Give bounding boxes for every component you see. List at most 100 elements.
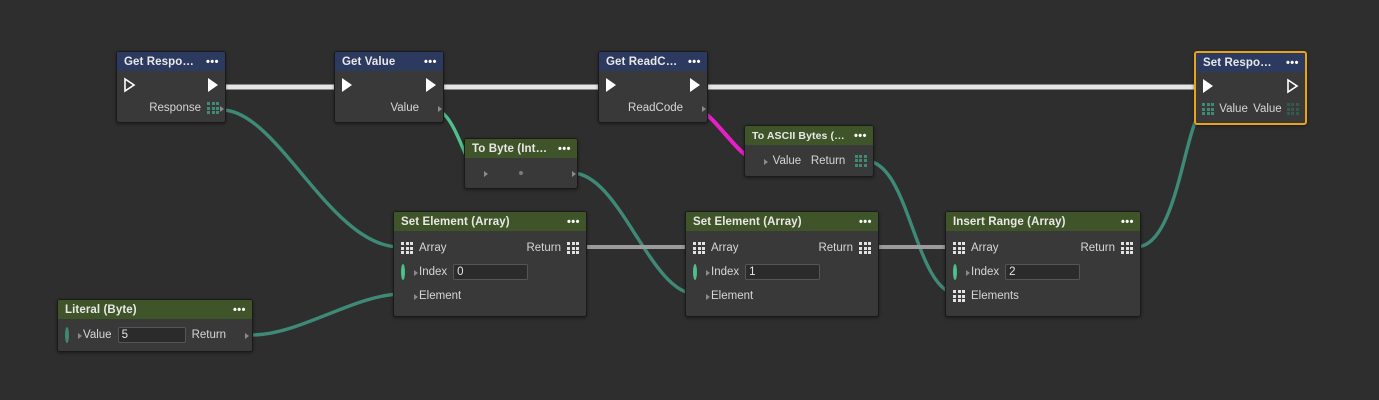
array-output-port-icon[interactable] (567, 242, 579, 254)
node-set-response[interactable]: Set Response ••• Value Value (1194, 51, 1307, 125)
node-title: Set Element (Array) (401, 215, 510, 228)
array-output-port-icon[interactable] (1286, 103, 1299, 115)
node-header[interactable]: Insert Range (Array) ••• (946, 212, 1140, 231)
index-input-port-icon[interactable] (401, 264, 418, 280)
node-menu-icon[interactable]: ••• (1285, 56, 1299, 69)
exec-out-port[interactable] (423, 77, 437, 93)
node-menu-icon[interactable]: ••• (232, 303, 246, 316)
node-header[interactable]: Get Value ••• (335, 52, 443, 71)
node-header[interactable]: Get ReadCode ••• (599, 52, 707, 71)
index-input[interactable] (453, 264, 529, 280)
row-index: Index (946, 260, 1140, 284)
node-set-element-array-1[interactable]: Set Element (Array) ••• Array Return Ind… (393, 211, 587, 317)
node-insert-range-array[interactable]: Insert Range (Array) ••• Array Return In… (945, 211, 1141, 317)
node-header[interactable]: To ASCII Bytes (String) ••• (745, 126, 873, 145)
array-output-port-icon[interactable] (859, 242, 871, 254)
exec-out-port[interactable] (687, 77, 701, 93)
node-body: Response (117, 71, 225, 122)
array-input-port-icon[interactable] (953, 242, 965, 254)
node-title: To ASCII Bytes (String) (752, 129, 851, 142)
node-menu-icon[interactable]: ••• (205, 55, 219, 68)
array-input-port-icon[interactable] (1202, 103, 1214, 115)
row-index: Index (394, 260, 586, 284)
node-to-ascii-bytes[interactable]: To ASCII Bytes (String) ••• Value Return (744, 125, 874, 177)
node-get-value[interactable]: Get Value ••• Value (334, 51, 444, 123)
exec-in-port[interactable] (605, 77, 619, 93)
node-literal-byte[interactable]: Literal (Byte) ••• Value Return (57, 299, 253, 352)
exec-row (599, 71, 707, 98)
array-output-port-icon[interactable] (854, 154, 867, 167)
node-header[interactable]: Set Response ••• (1196, 53, 1305, 72)
output-label-readcode: ReadCode (628, 102, 683, 114)
node-body: Array Return Index Element (394, 231, 586, 316)
string-input-port-icon[interactable] (751, 155, 768, 167)
output-label-value: Value (1253, 103, 1282, 115)
row-array: Array Return (946, 236, 1140, 260)
node-body: ReadCode (599, 71, 707, 122)
node-menu-icon[interactable]: ••• (853, 129, 867, 142)
array-port-icon[interactable] (207, 102, 224, 114)
node-to-byte-integer[interactable]: To Byte (Integer) ••• (464, 138, 578, 189)
row-index: Index (686, 260, 878, 284)
node-get-response[interactable]: Get Response ••• Response (116, 51, 226, 123)
node-header[interactable]: Set Element (Array) ••• (394, 212, 586, 231)
array-input-port-icon[interactable] (401, 242, 413, 254)
node-menu-icon[interactable]: ••• (1120, 215, 1134, 228)
integer-port-icon[interactable] (425, 102, 442, 114)
exec-out-port[interactable] (1285, 78, 1299, 94)
exec-in-port[interactable] (123, 77, 137, 93)
row-value: Value Return (58, 319, 252, 351)
byte-input-port-icon[interactable] (65, 327, 82, 343)
node-header[interactable]: Literal (Byte) ••• (58, 300, 252, 319)
row-element: Element (686, 284, 878, 308)
node-body (465, 158, 577, 188)
row-elements: Elements (946, 284, 1140, 308)
exec-in-port[interactable] (1202, 78, 1216, 94)
input-label-elements: Elements (971, 290, 1019, 302)
index-input-port-icon[interactable] (953, 264, 970, 280)
node-title: To Byte (Integer) (472, 142, 550, 155)
node-menu-icon[interactable]: ••• (557, 142, 571, 155)
output-label-response: Response (149, 102, 201, 114)
byte-output-port-icon[interactable] (232, 329, 250, 341)
string-port-icon[interactable] (689, 102, 706, 114)
integer-input-port-icon[interactable] (471, 167, 488, 179)
array-input-port-icon[interactable] (693, 242, 705, 254)
wire-literal-to-setelement1-element (251, 292, 403, 337)
node-menu-icon[interactable]: ••• (858, 215, 872, 228)
row-array: Array Return (686, 236, 878, 260)
index-input[interactable] (745, 264, 821, 280)
node-title: Insert Range (Array) (953, 215, 1066, 228)
node-header[interactable]: Set Element (Array) ••• (686, 212, 878, 231)
row-array: Array Return (394, 236, 586, 260)
wire-response-to-setelement1-array (221, 108, 401, 249)
io-row-value: Value Value (1196, 99, 1305, 123)
array-output-port-icon[interactable] (1121, 242, 1133, 254)
index-input-port-icon[interactable] (693, 264, 710, 280)
node-title: Get Value (342, 55, 396, 68)
output-label-return: Return (526, 242, 561, 254)
exec-in-port[interactable] (341, 77, 355, 93)
node-menu-icon[interactable]: ••• (687, 55, 701, 68)
input-label-array: Array (419, 242, 447, 254)
value-input[interactable] (117, 327, 186, 343)
io-row: Value Return (745, 145, 873, 176)
node-menu-icon[interactable]: ••• (566, 215, 580, 228)
input-label-element: Element (419, 290, 462, 302)
index-input[interactable] (1005, 264, 1081, 280)
elements-input-port-icon[interactable] (953, 290, 965, 302)
element-input-port-icon[interactable] (693, 290, 710, 302)
input-label-array: Array (711, 242, 739, 254)
node-body: Value Value (1196, 72, 1305, 123)
node-menu-icon[interactable]: ••• (423, 55, 437, 68)
exec-out-port[interactable] (205, 77, 219, 93)
node-set-element-array-2[interactable]: Set Element (Array) ••• Array Return Ind… (685, 211, 879, 317)
node-title: Set Element (Array) (693, 215, 802, 228)
exec-row (335, 71, 443, 98)
byte-output-port-icon[interactable] (559, 167, 576, 179)
node-header[interactable]: Get Response ••• (117, 52, 225, 71)
node-get-readcode[interactable]: Get ReadCode ••• ReadCode (598, 51, 708, 123)
node-header[interactable]: To Byte (Integer) ••• (465, 139, 577, 158)
element-input-port-icon[interactable] (401, 290, 418, 302)
